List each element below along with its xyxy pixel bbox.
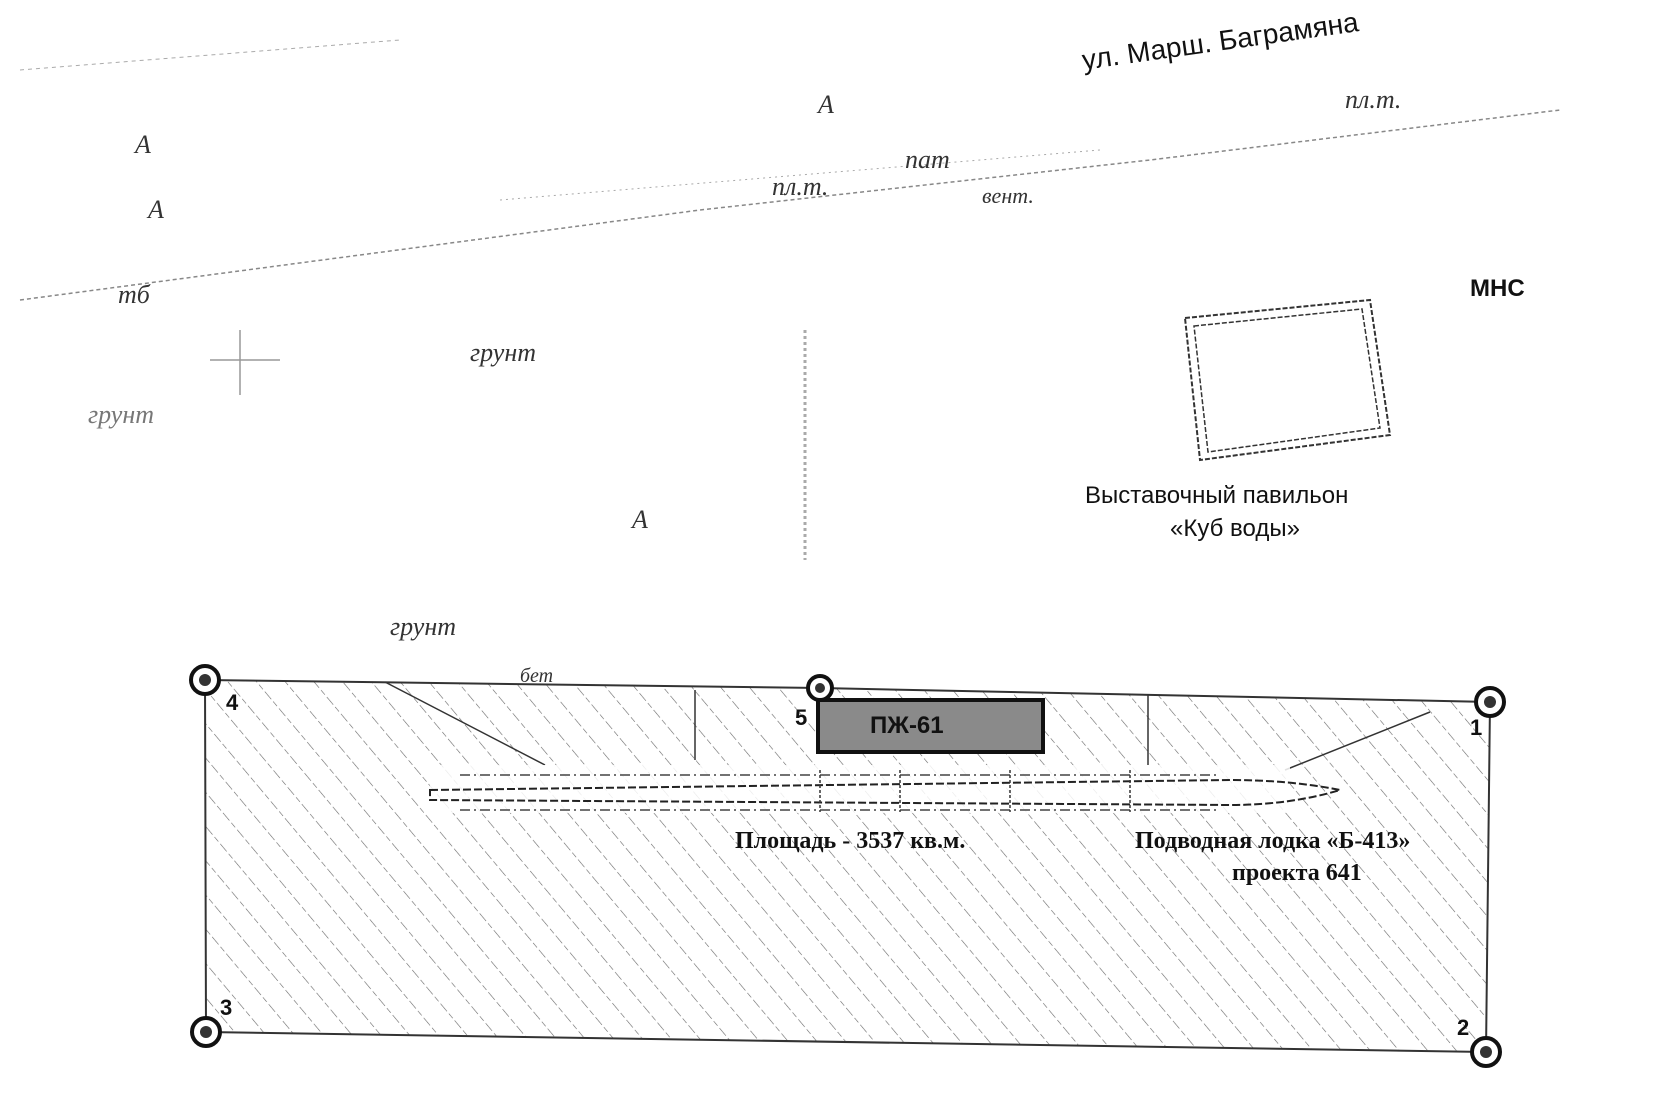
point-number: 4 [226,690,239,715]
surface-label-grunt: грунт [88,400,155,429]
feature-label-a: А [818,90,834,119]
feature-label-vent: вент. [982,183,1034,208]
feature-label-a: А [148,195,164,224]
object-label: проекта 641 [1232,860,1362,886]
feature-label-a: А [632,505,648,534]
point-number: 5 [795,705,808,730]
parcel-code: ПЖ-61 [870,712,944,739]
street-edge-line [19,109,1561,301]
pavilion-label: «Куб воды» [1170,515,1300,542]
surface-label-grunt: грунт [470,338,537,367]
street-edge-line [19,39,401,71]
surface-label-bet: бет [520,665,554,687]
parcel-code-box [816,698,1045,754]
point-number: 1 [1470,715,1483,740]
survey-point-marker [189,664,221,696]
feature-label-tb: тб [118,280,150,309]
feature-label-a: А [135,130,151,159]
sidewalk-line [499,149,1101,201]
point-number: 3 [220,995,233,1020]
feature-label-mns: МНС [1470,275,1525,302]
parcel-inner-line [384,681,1431,771]
point-number: 2 [1457,1015,1470,1040]
feature-label-plat: пл.т. [772,172,829,201]
survey-point-marker [190,1016,222,1048]
survey-point-marker [1470,1036,1502,1068]
submarine-outline [429,765,1341,813]
parcel-area: Площадь - 3537 кв.м. [735,828,966,854]
survey-point-marker [806,674,834,702]
pavilion-building [1183,298,1392,462]
pavilion-label: Выставочный павильон [1085,482,1349,509]
object-label: Подводная лодка «Б-413» [1135,828,1411,854]
survey-point-marker [1474,686,1506,718]
feature-label-plat: пат [905,145,950,174]
surface-label-grunt: грунт [390,612,457,641]
feature-label-plat: пл.т. [1345,85,1402,114]
cross-mark [210,330,280,395]
